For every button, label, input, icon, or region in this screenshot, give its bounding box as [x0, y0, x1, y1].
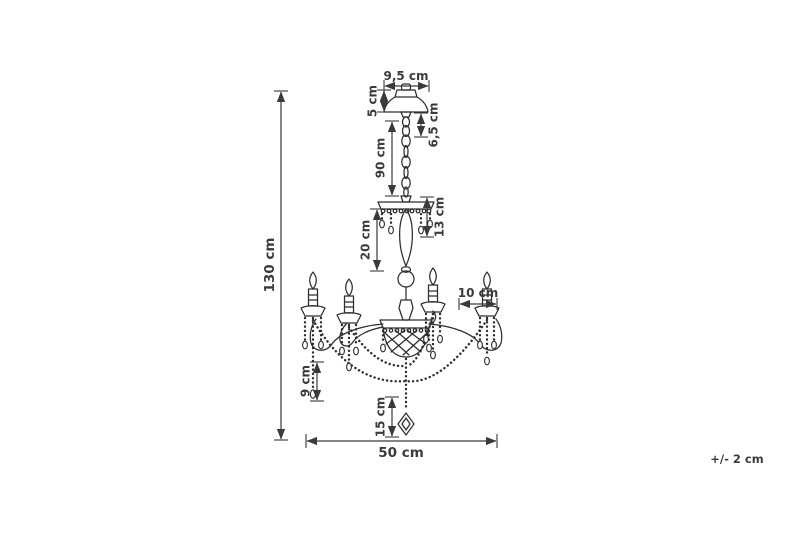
bead-strands: [302, 312, 497, 399]
candle-left-outer: [300, 271, 326, 317]
dimension-cup-width: 10 cm: [458, 286, 499, 310]
canopy-width-label: 9,5 cm: [383, 69, 428, 83]
dimension-crown-height: 13 cm: [420, 196, 447, 238]
dimension-column-height: 20 cm: [359, 208, 384, 272]
dimension-overall-height: 130 cm: [262, 90, 288, 441]
bead-swags: [311, 312, 489, 383]
dimension-pendant-drop: 15 cm: [374, 396, 399, 438]
crown-height-label: 13 cm: [433, 197, 447, 238]
chandelier-drawing: [300, 83, 503, 436]
overall-height-label: 130 cm: [262, 238, 278, 293]
dimension-bead-strand: 9 cm: [299, 361, 324, 402]
chain-art: [401, 116, 411, 198]
candle-left-inner: [336, 278, 362, 324]
dimension-canopy-height: 5 cm: [366, 85, 391, 117]
canopy-height-label: 5 cm: [366, 85, 380, 117]
dimension-hook-height: 6,5 cm: [414, 102, 441, 148]
hook-height-label: 6,5 cm: [427, 102, 441, 147]
dimension-chain-length: 90 cm: [374, 120, 399, 197]
chain-length-label: 90 cm: [374, 138, 388, 179]
tolerance-note: +/- 2 cm: [710, 452, 763, 466]
dimension-overall-width: 50 cm: [305, 434, 498, 461]
column-height-label: 20 cm: [359, 220, 373, 261]
arms-art: [309, 310, 503, 351]
bead-strand-label: 9 cm: [299, 365, 313, 397]
crown-art: [377, 195, 435, 235]
column-art: [397, 208, 415, 321]
bowl-art: [379, 319, 433, 358]
pendant-art: [397, 357, 415, 436]
cup-width-label: 10 cm: [458, 286, 499, 300]
dimension-canopy-width: 9,5 cm: [383, 69, 430, 92]
pendant-drop-label: 15 cm: [374, 397, 388, 438]
candle-right-inner: [420, 267, 446, 313]
overall-width-label: 50 cm: [378, 445, 424, 461]
